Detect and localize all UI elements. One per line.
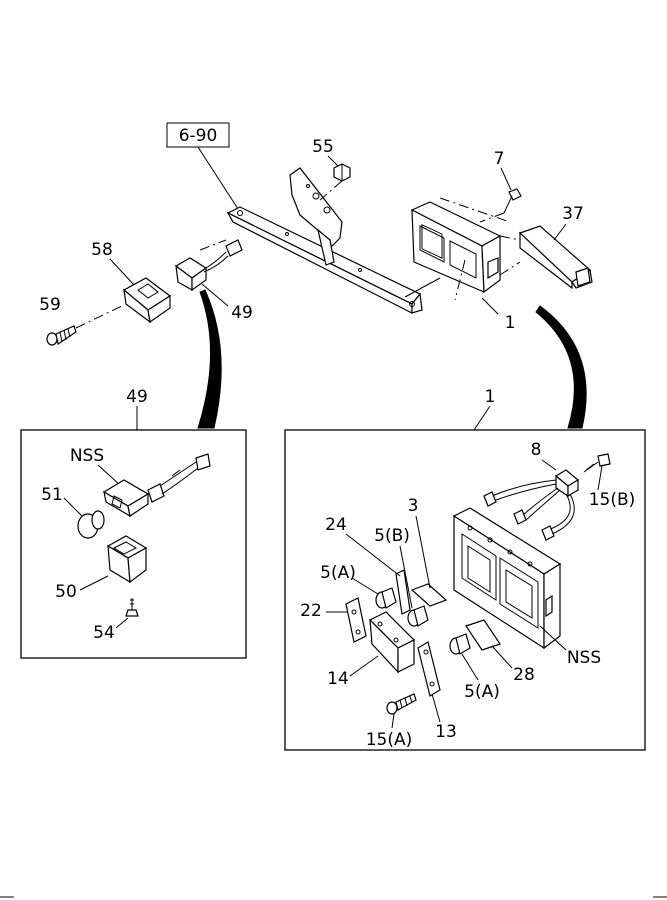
detail49-callout-54: 54	[93, 623, 115, 643]
detail49-nss-label: NSS	[70, 446, 104, 466]
bolt-7	[479, 188, 522, 223]
reference-box[interactable]: 6-90	[166, 122, 241, 213]
detail1-callout-5a-left: 5(A)	[320, 563, 356, 583]
callout-1-top: 1	[505, 313, 516, 333]
detail1-callout-28: 28	[513, 665, 535, 685]
detail1-callout-3: 3	[408, 496, 419, 516]
detail1-plug-5a-right	[449, 633, 471, 655]
callout-59: 59	[39, 295, 61, 315]
detail1-gasket-28	[465, 619, 501, 651]
detail1-plug-5b	[407, 605, 429, 627]
detail1-gasket-3	[410, 583, 448, 607]
detail1-callout-22: 22	[300, 601, 322, 621]
detail-box-1	[284, 429, 646, 751]
detail-pointer-curve-right	[535, 305, 587, 429]
detail1-ecu-body	[452, 507, 562, 650]
callout-49-top: 49	[231, 303, 253, 323]
ecu-unit-top	[410, 197, 511, 301]
detail1-gasket-24	[395, 569, 411, 615]
reference-label: 6-90	[179, 126, 218, 146]
callout-55: 55	[312, 137, 334, 157]
detail-box-49	[20, 429, 247, 659]
detail1-callout-15b: 15(B)	[589, 490, 636, 510]
detail1-callout-8: 8	[531, 440, 542, 460]
callout-37: 37	[562, 204, 584, 224]
detail49-callout-50: 50	[55, 582, 77, 602]
detail49-bracket-50	[106, 535, 148, 584]
detail1-plug-5a-left	[375, 587, 397, 609]
detail49-sensor	[102, 453, 211, 518]
detail1-callout-15a: 15(A)	[366, 730, 413, 750]
detail1-callout-5b: 5(B)	[374, 526, 410, 546]
detail49-screw-54	[125, 598, 139, 617]
callout-1-detail: 1	[485, 387, 496, 407]
detail1-plate-22	[345, 597, 367, 643]
cover-37	[499, 225, 593, 290]
detail1-nss-label: NSS	[567, 648, 601, 668]
detail49-callout-51: 51	[41, 485, 63, 505]
sensor-49-top	[174, 239, 243, 292]
callout-49-detail: 49	[126, 387, 148, 407]
detail1-callout-24: 24	[325, 515, 347, 535]
detail1-callout-14: 14	[327, 669, 349, 689]
detail1-plate-14	[368, 611, 416, 674]
detail-pointer-curve-left	[197, 289, 222, 429]
detail1-harness-8	[483, 469, 580, 541]
upright-bracket	[289, 167, 343, 266]
detail1-callout-13: 13	[435, 722, 457, 742]
detail49-plug-51	[77, 510, 105, 539]
detail1-callout-5a-right: 5(A)	[464, 682, 500, 702]
callout-58: 58	[91, 240, 113, 260]
detail1-screw-15a	[386, 693, 417, 715]
detail1-plate-13	[417, 641, 441, 697]
callout-7: 7	[494, 149, 505, 169]
detail1-screw-15b	[583, 453, 611, 473]
nut-55	[319, 163, 351, 201]
module-58	[122, 277, 172, 324]
screw-59	[46, 304, 125, 346]
